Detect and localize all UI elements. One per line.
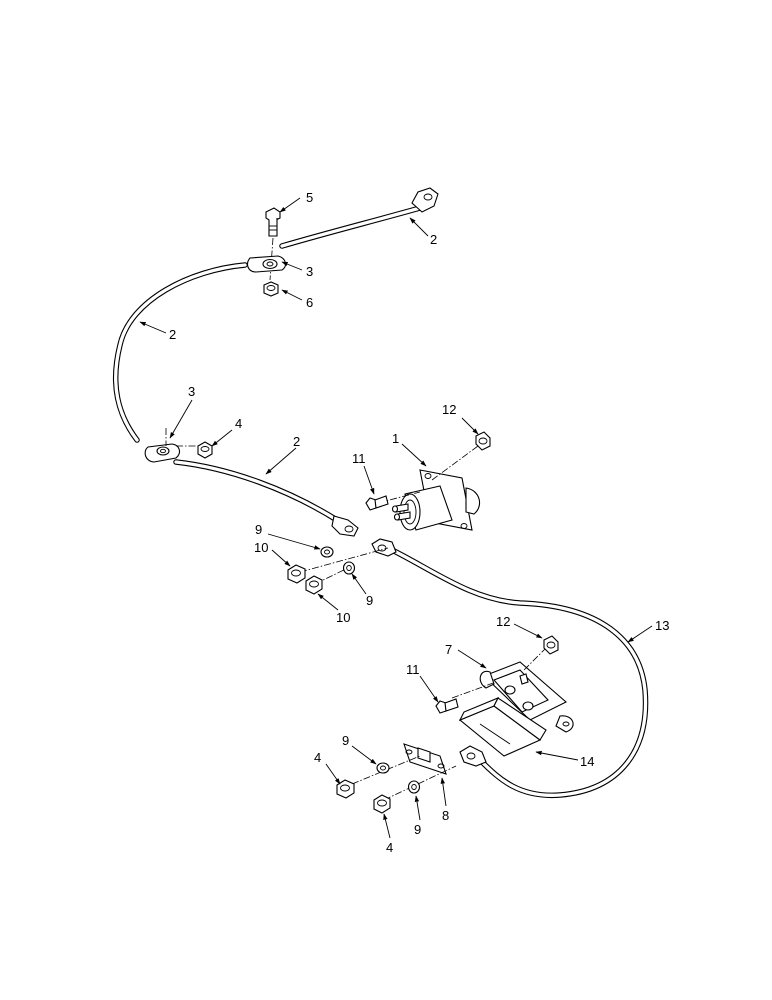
solenoid-1 — [391, 469, 481, 531]
centerline-12a — [431, 445, 479, 481]
washer-9-a — [320, 546, 334, 558]
nut-10-a — [287, 564, 306, 584]
centerline-upper — [269, 237, 274, 281]
callout-9-c: 9 — [342, 733, 349, 748]
callout-7: 7 — [445, 642, 452, 657]
callout-2-left: 2 — [169, 327, 176, 342]
centerline-11a — [377, 491, 421, 504]
clamp-lower — [144, 443, 181, 463]
callout-9-b: 9 — [366, 593, 373, 608]
clamp-upper — [247, 255, 287, 273]
cover-14 — [458, 696, 547, 757]
centerline-4c — [383, 765, 457, 801]
nut-12-lower — [543, 635, 559, 655]
callout-6: 6 — [306, 295, 313, 310]
washer-9-d — [407, 780, 421, 794]
callout-11-top: 11 — [352, 451, 366, 466]
cable-upper-right — [279, 187, 439, 249]
nut-10-b — [305, 575, 323, 595]
callout-9-d: 9 — [414, 822, 421, 837]
washer-9-c — [376, 762, 390, 774]
callout-1: 1 — [392, 431, 399, 446]
centerline-10a — [299, 547, 389, 573]
bolt-5 — [265, 207, 281, 237]
callout-13: 13 — [655, 618, 669, 633]
washer-9-b — [342, 561, 356, 575]
callout-2-top: 2 — [430, 232, 437, 247]
callout-10-b: 10 — [336, 610, 350, 625]
callout-labels: 5 2 3 6 2 3 4 2 1 12 11 9 10 9 10 12 7 1… — [169, 190, 669, 855]
centerline-11b — [451, 681, 497, 699]
cable-upper-loop — [112, 262, 248, 443]
nut-4-upper — [197, 441, 213, 459]
callout-12-top: 12 — [442, 402, 456, 417]
callout-4-top: 4 — [235, 416, 242, 431]
cable-13 — [371, 538, 649, 799]
callout-10-a: 10 — [254, 540, 268, 555]
callout-4-b: 4 — [314, 750, 321, 765]
callout-12-lower: 12 — [496, 614, 510, 629]
nut-12-upper — [475, 431, 491, 451]
callout-4-c: 4 — [386, 840, 393, 855]
callout-9-a: 9 — [255, 522, 262, 537]
nut-6 — [263, 281, 279, 297]
callout-8: 8 — [442, 808, 449, 823]
callout-3-lower: 3 — [188, 384, 195, 399]
nut-4-b — [336, 779, 355, 799]
callout-3-top: 3 — [306, 264, 313, 279]
link-8 — [403, 743, 447, 775]
callout-14: 14 — [580, 754, 594, 769]
cable-middle — [173, 459, 359, 537]
bolt-11-upper — [365, 495, 389, 511]
bolt-11-lower — [435, 698, 459, 714]
callout-2-middle: 2 — [293, 434, 300, 449]
leader-lines — [139, 197, 653, 839]
nut-4-c — [373, 794, 391, 814]
callout-11-lower: 11 — [406, 662, 420, 677]
centerline-12b — [523, 645, 549, 671]
callout-5: 5 — [306, 190, 313, 205]
